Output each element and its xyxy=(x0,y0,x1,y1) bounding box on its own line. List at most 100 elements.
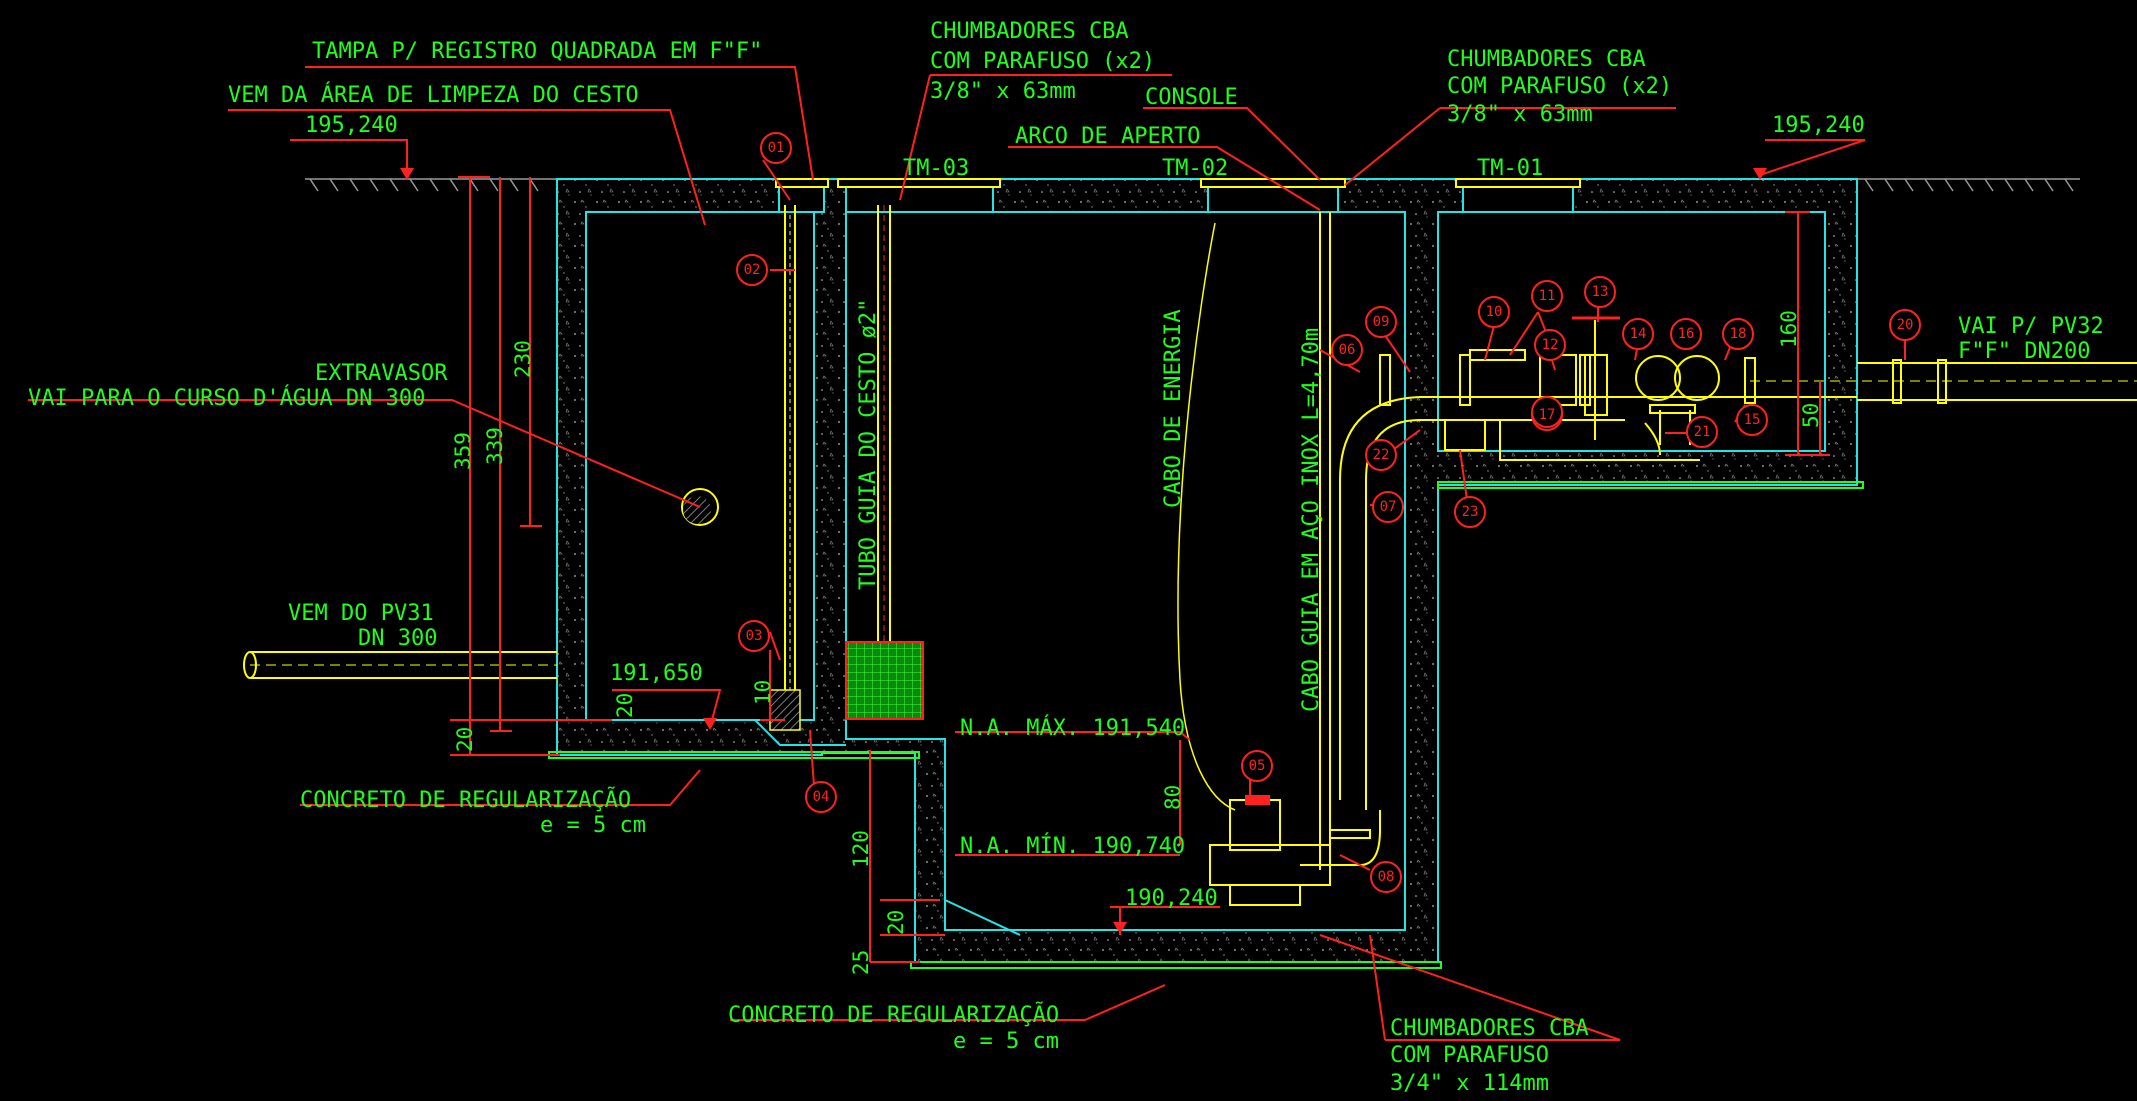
bubble-02-text: 02 xyxy=(744,262,761,278)
label-tubo-guia: TUBO GUIA DO CESTO ø2" xyxy=(856,299,881,590)
label-vem-limpeza: VEM DA ÁREA DE LIMPEZA DO CESTO xyxy=(228,82,639,108)
label-vem-pv31-1: VEM DO PV31 xyxy=(288,601,434,626)
bubble-05-text: 05 xyxy=(1249,758,1266,774)
dim-25: 25 xyxy=(849,950,873,975)
bubble-23-text: 23 xyxy=(1462,504,1479,520)
label-na-max: N.A. MÁX. 191,540 xyxy=(960,715,1185,741)
label-chumb-top-left-1: CHUMBADORES CBA xyxy=(930,19,1129,44)
label-concreto-1a: CONCRETO DE REGULARIZAÇÃO xyxy=(300,786,631,813)
dim-120: 120 xyxy=(849,830,873,868)
label-concreto-1b: e = 5 cm xyxy=(540,813,646,838)
label-console: CONSOLE xyxy=(1145,85,1238,110)
dim-80: 80 xyxy=(1161,785,1185,810)
label-chumb-top-left-3: 3/8" x 63mm xyxy=(930,79,1076,104)
dim-20-b: 20 xyxy=(613,693,637,718)
bubble-12-text: 12 xyxy=(1542,337,1559,353)
dim-339: 339 xyxy=(483,427,507,465)
elevation-bottom: 190,240 xyxy=(1125,886,1218,911)
annotation-labels: TAMPA P/ REGISTRO QUADRADA EM F"F" VEM D… xyxy=(28,19,2104,1096)
pipes xyxy=(243,205,2137,906)
bubble-07 xyxy=(1372,491,1404,523)
bubble-10 xyxy=(1478,296,1510,328)
bubble-05 xyxy=(1241,750,1273,782)
bubble-09-text: 09 xyxy=(1373,314,1390,330)
bubble-23 xyxy=(1454,496,1486,528)
ground-line xyxy=(305,178,2080,192)
bubble-22 xyxy=(1365,439,1397,471)
label-tm01: TM-01 xyxy=(1477,156,1543,181)
dim-10: 10 xyxy=(751,680,775,705)
dim-20-c: 20 xyxy=(884,910,908,935)
label-concreto-2b: e = 5 cm xyxy=(953,1029,1059,1054)
bubble-numbers: 01 02 03 04 05 06 07 08 09 10 11 12 13 1… xyxy=(744,140,1914,885)
label-vem-pv31-2: DN 300 xyxy=(358,626,437,651)
elevation-markers xyxy=(400,168,1767,934)
bubble-06-text: 06 xyxy=(1339,342,1356,358)
bubble-15 xyxy=(1736,404,1768,436)
dimension-labels: 359 339 230 20 20 10 80 120 20 25 160 50 xyxy=(451,310,1823,975)
bubble-24 xyxy=(1531,396,1563,428)
elevation-right: 195,240 xyxy=(1772,113,1865,138)
bubble-08 xyxy=(1370,861,1402,893)
bubble-06 xyxy=(1331,334,1363,366)
bubble-13 xyxy=(1584,276,1616,308)
bubble-04-text: 04 xyxy=(813,789,830,805)
bubble-16-text: 16 xyxy=(1678,326,1695,342)
concrete-structure xyxy=(556,178,1858,963)
bubble-20 xyxy=(1889,309,1921,341)
label-chumb-bottom-2: COM PARAFUSO xyxy=(1390,1043,1549,1068)
label-tm03: TM-03 xyxy=(903,156,969,181)
bubble-14 xyxy=(1622,318,1654,350)
label-concreto-2a: CONCRETO DE REGULARIZAÇÃO xyxy=(728,1001,1059,1028)
leader-lines xyxy=(28,66,1906,1041)
bubble-21-text: 21 xyxy=(1694,424,1711,440)
bubble-18 xyxy=(1722,318,1754,350)
basket-support xyxy=(769,689,801,731)
dim-160: 160 xyxy=(1777,310,1801,348)
bubble-14-text: 14 xyxy=(1630,326,1647,342)
label-cabo-energia: CABO DE ENERGIA xyxy=(1161,309,1186,508)
label-cabo-guia: CABO GUIA EM AÇO INOX L=4,70m xyxy=(1299,328,1324,712)
label-chumb-bottom-1: CHUMBADORES CBA xyxy=(1390,1016,1589,1041)
label-chumb-bottom-3: 3/4" x 114mm xyxy=(1390,1071,1549,1096)
label-chumb-top-right-2: COM PARAFUSO (x2) xyxy=(1447,74,1672,99)
label-extravasor-2: VAI PARA O CURSO D'ÁGUA DN 300 xyxy=(28,385,425,411)
basket xyxy=(845,641,924,720)
bubble-17-text: 17 xyxy=(1539,407,1556,423)
label-tm02: TM-02 xyxy=(1162,156,1228,181)
overflow-hatch xyxy=(683,496,711,524)
dim-50: 50 xyxy=(1799,403,1823,428)
label-chumb-top-right-1: CHUMBADORES CBA xyxy=(1447,47,1646,72)
dim-20-a: 20 xyxy=(453,727,477,752)
bubbles xyxy=(736,132,1921,893)
elevation-left: 195,240 xyxy=(305,113,398,138)
bubble-09 xyxy=(1365,306,1397,338)
label-arco: ARCO DE APERTO xyxy=(1015,124,1200,149)
dim-230: 230 xyxy=(511,340,535,378)
bubble-01-text: 01 xyxy=(768,140,785,156)
bubble-10-text: 10 xyxy=(1486,304,1503,320)
label-chumb-top-right-3: 3/8" x 63mm xyxy=(1447,102,1593,127)
bubble-11-text: 11 xyxy=(1539,288,1556,304)
bubble-11 xyxy=(1531,280,1563,312)
label-na-min: N.A. MÍN. 190,740 xyxy=(960,833,1185,859)
elevation-inlet: 191,650 xyxy=(610,661,703,686)
bubble-18-text: 18 xyxy=(1730,326,1747,342)
bubble-13-text: 13 xyxy=(1592,284,1609,300)
bubble-01 xyxy=(760,132,792,164)
bubble-02 xyxy=(736,254,768,286)
dim-359: 359 xyxy=(451,432,475,470)
bubble-20-text: 20 xyxy=(1897,317,1914,333)
bubble-15-text: 15 xyxy=(1744,412,1761,428)
bubble-03 xyxy=(738,620,770,652)
bubble-22-text: 22 xyxy=(1373,447,1390,463)
bubble-08-text: 08 xyxy=(1378,869,1395,885)
bubble-12 xyxy=(1534,329,1566,361)
bubble-04 xyxy=(805,781,837,813)
bubble-07-text: 07 xyxy=(1380,499,1397,515)
bubble-03-text: 03 xyxy=(746,628,763,644)
bubble-21 xyxy=(1686,416,1718,448)
label-tampa: TAMPA P/ REGISTRO QUADRADA EM F"F" xyxy=(312,39,762,64)
